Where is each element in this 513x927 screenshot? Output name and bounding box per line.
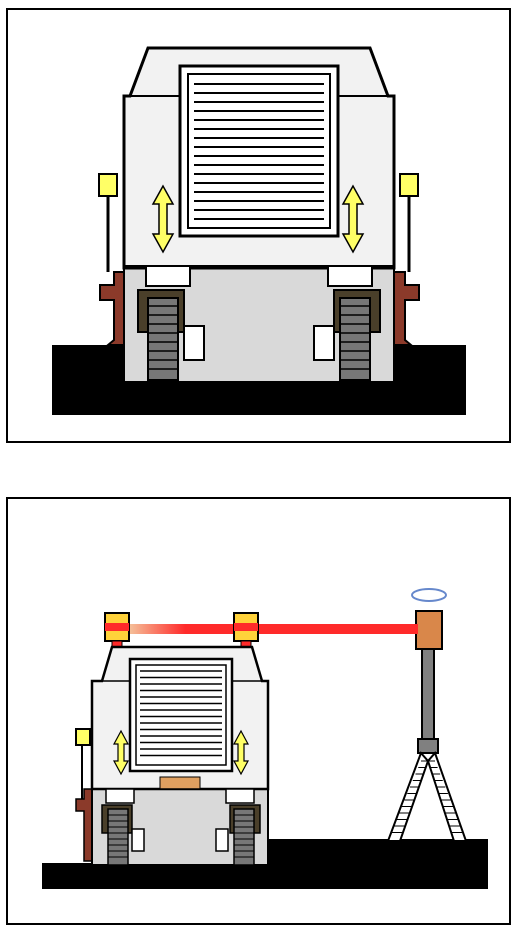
right-track-links (340, 305, 370, 370)
left-side-bracket (75, 788, 95, 862)
right-track (339, 297, 371, 381)
grille-slats (194, 83, 324, 220)
left-track-links (148, 305, 178, 370)
left-side-bracket (99, 271, 127, 346)
laser-beam-left (126, 624, 234, 634)
right-receiver-band (234, 623, 258, 631)
right-track-guard (225, 788, 255, 804)
tripod-right-leg (426, 751, 468, 842)
tripod-head (417, 738, 439, 754)
right-track-guard (327, 265, 373, 287)
right-height-arrow (232, 729, 250, 776)
rotating-laser-emitter (415, 610, 443, 650)
left-track-links (108, 814, 128, 858)
orange-plate (159, 776, 201, 790)
machine-front-view-panel (6, 8, 511, 443)
right-side-bracket (392, 271, 420, 346)
laser-rotation-indicator (411, 588, 447, 602)
laser-beam-right (256, 624, 418, 634)
left-track-plate (183, 325, 205, 361)
left-height-sensor (75, 728, 91, 746)
left-height-sensor (98, 173, 118, 197)
machine-with-laser-reference-diagram (42, 588, 488, 889)
left-track-plate (131, 828, 145, 852)
left-receiver-band (105, 623, 129, 631)
right-height-arrow (341, 184, 365, 254)
laser-tripod (386, 648, 468, 842)
machine-front-view-diagram (52, 46, 466, 415)
left-height-arrow (151, 184, 175, 254)
right-height-sensor (399, 173, 419, 197)
left-track-guard (105, 788, 135, 804)
right-track-plate (215, 828, 229, 852)
tripod-left-leg (386, 751, 430, 842)
left-track-guard (145, 265, 191, 287)
machine-with-laser-reference-panel (6, 497, 511, 925)
tripod-mast (421, 648, 435, 742)
right-track-links (234, 814, 254, 858)
radiator-grille-inner (187, 73, 331, 229)
ground (52, 345, 466, 415)
left-height-arrow (112, 729, 130, 776)
radiator-grille-inner (135, 664, 227, 766)
left-track (147, 297, 179, 381)
grille-slats (140, 670, 222, 757)
right-track-plate (313, 325, 335, 361)
